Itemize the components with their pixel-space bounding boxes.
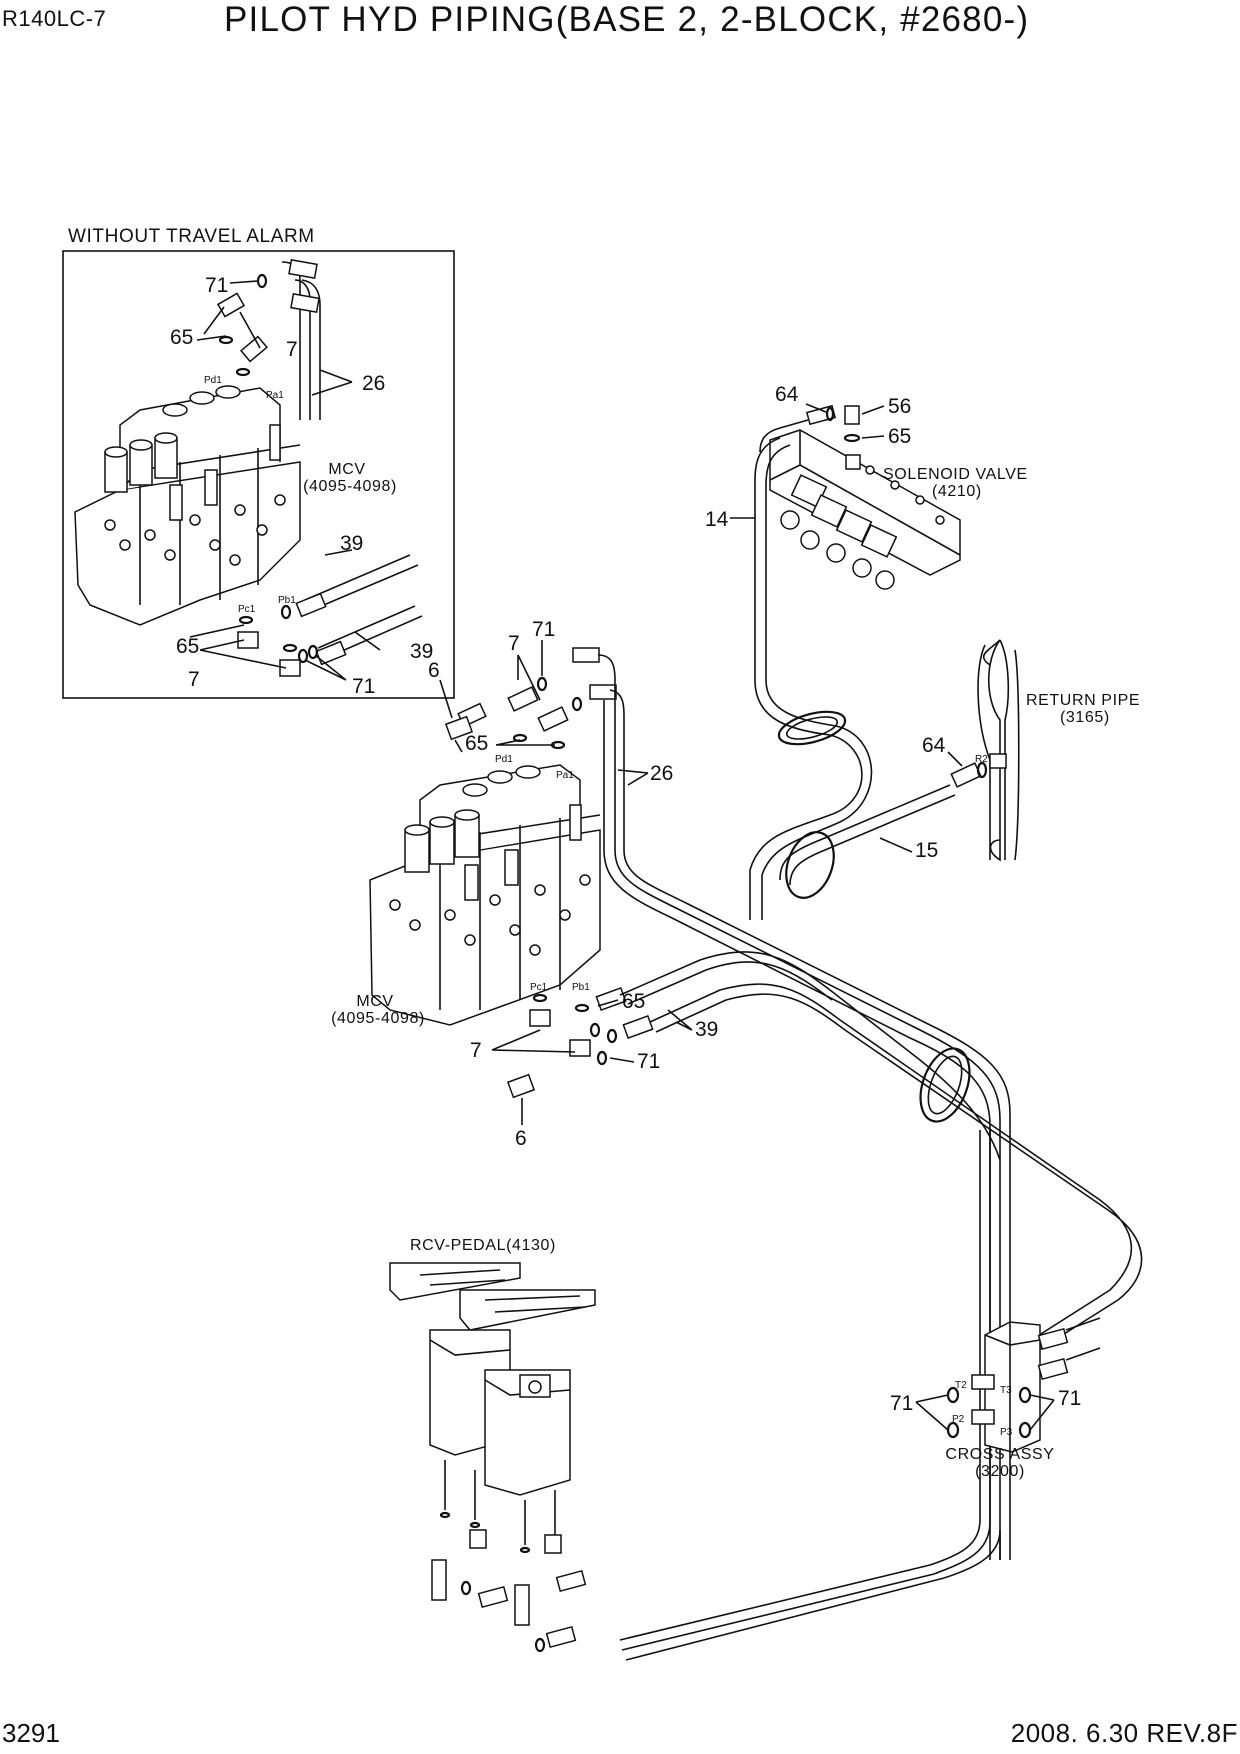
pressure-switch-6 xyxy=(444,715,474,753)
port-label: Pd1 xyxy=(495,754,513,765)
main-mcv-body xyxy=(369,764,601,1026)
callout-26: 26 xyxy=(650,762,673,785)
callout-65: 65 xyxy=(888,425,911,448)
port-label: P2 xyxy=(952,1414,965,1425)
rcv-pedal xyxy=(389,1262,596,1653)
return-pipe-label: RETURN PIPE xyxy=(1026,692,1140,709)
callout-65: 65 xyxy=(622,990,645,1013)
callout-56: 56 xyxy=(888,395,911,418)
page-number: 3291 xyxy=(2,1718,60,1748)
page-header: R140LC-7 PILOT HYD PIPING(BASE 2, 2-BLOC… xyxy=(0,0,1240,60)
return-pipe xyxy=(977,639,1020,862)
pipe-26 xyxy=(597,654,1011,1560)
revision-date: 2008. 6.30 REV.8F xyxy=(1010,1718,1238,1748)
callout-71: 71 xyxy=(532,618,555,641)
hose-15 xyxy=(779,753,1007,886)
page-title: PILOT HYD PIPING(BASE 2, 2-BLOCK, #2680-… xyxy=(224,0,1030,39)
port-label: Pb1 xyxy=(278,595,296,606)
rcv-pedal-label: RCV-PEDAL(4130) xyxy=(410,1237,556,1254)
mcv-range: (4095-4098) xyxy=(331,1010,425,1027)
port-label: Pc1 xyxy=(238,604,256,615)
mcv-label: MCV xyxy=(328,461,365,478)
inset-oring-71 xyxy=(256,273,268,289)
port-label: Pb1 xyxy=(572,982,590,993)
callout-14: 14 xyxy=(705,508,729,531)
callout-7: 7 xyxy=(286,338,298,361)
hoses-39 xyxy=(619,951,1143,1369)
port-label: Pd1 xyxy=(204,375,222,386)
callout-71: 71 xyxy=(890,1392,913,1415)
callout-7: 7 xyxy=(188,668,200,691)
callout-7: 7 xyxy=(508,632,520,655)
port-label: T2 xyxy=(955,1380,967,1391)
callout-71: 71 xyxy=(1058,1387,1081,1410)
mcv-label: MCV xyxy=(356,993,393,1010)
port-label: T3 xyxy=(1000,1385,1012,1396)
inset-oring-65 xyxy=(218,335,234,345)
pilot-pipe-bundle xyxy=(619,1130,1001,1661)
callout-39: 39 xyxy=(410,640,433,663)
inset-frame xyxy=(62,250,455,699)
mcv-range: (4095-4098) xyxy=(303,478,397,495)
inset-mcv-body xyxy=(74,385,301,626)
callout-39: 39 xyxy=(695,1018,718,1041)
solenoid-valve xyxy=(759,404,961,590)
port-label: P3 xyxy=(1000,1427,1013,1438)
inset-tee-fitting xyxy=(237,631,259,649)
callout-71: 71 xyxy=(637,1050,660,1073)
cross-assy xyxy=(946,1317,1101,1453)
port-label: R2 xyxy=(975,754,988,765)
solenoid-oring-65 xyxy=(843,433,861,443)
callout-15: 15 xyxy=(915,839,938,862)
inset-title: WITHOUT TRAVEL ALARM xyxy=(68,226,315,247)
callout-26: 26 xyxy=(362,372,385,395)
cross-assy-label: CROSS ASSY xyxy=(945,1446,1054,1463)
callout-71: 71 xyxy=(205,274,228,297)
return-pipe-ref: (3165) xyxy=(1060,709,1110,726)
inset-panel: WITHOUT TRAVEL ALARM xyxy=(62,226,455,699)
solenoid-ref: (4210) xyxy=(932,483,982,500)
callout-6: 6 xyxy=(515,1127,527,1150)
callout-64: 64 xyxy=(922,734,946,757)
pipe-clamp xyxy=(785,831,971,1123)
port-label: Pc1 xyxy=(530,982,548,993)
callout-64: 64 xyxy=(775,383,799,406)
port-label: Pa1 xyxy=(556,770,574,781)
model-number: R140LC-7 xyxy=(2,6,107,31)
port-label: Pa1 xyxy=(266,390,284,401)
inset-hose-39-upper xyxy=(304,554,419,611)
callout-39: 39 xyxy=(340,532,363,555)
solenoid-fitting-56 xyxy=(844,405,860,425)
solenoid-label: SOLENOID VALVE xyxy=(883,466,1028,483)
callout-71: 71 xyxy=(352,675,375,698)
callout-65: 65 xyxy=(170,326,193,349)
cross-assy-ref: (3200) xyxy=(975,1463,1025,1480)
callout-6: 6 xyxy=(428,659,440,682)
callout-65: 65 xyxy=(176,635,199,658)
callout-65: 65 xyxy=(465,732,488,755)
callout-7: 7 xyxy=(470,1039,482,1062)
